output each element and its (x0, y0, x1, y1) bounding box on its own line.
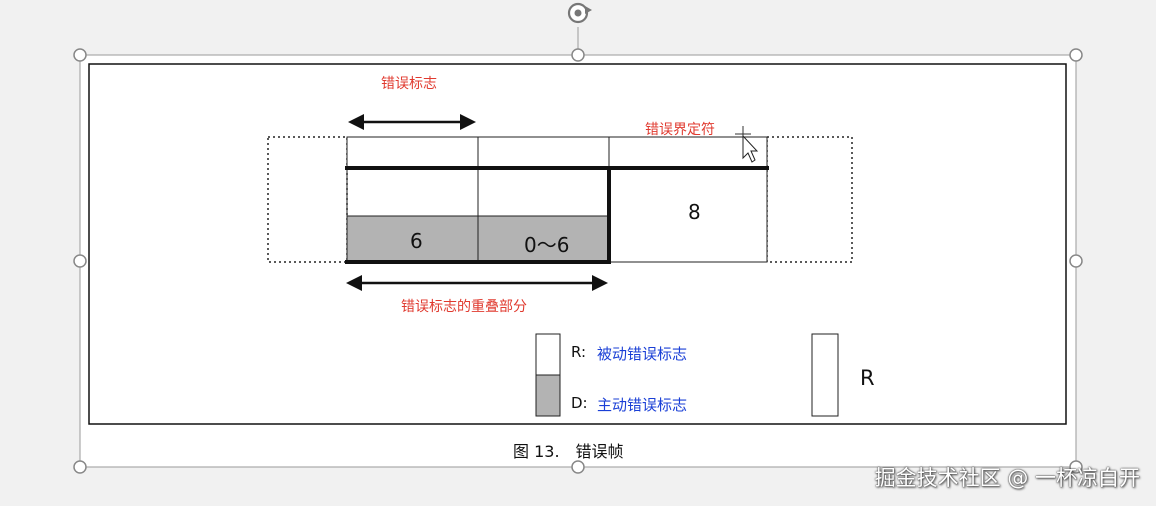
legend-recessive-box (535, 333, 561, 376)
handle-top-right[interactable] (1069, 48, 1083, 62)
move-cursor-icon (735, 126, 759, 163)
cell-8-value: 8 (688, 200, 701, 224)
r-box-label: R (860, 366, 875, 390)
handle-top-left[interactable] (73, 48, 87, 62)
r-box (811, 333, 839, 417)
handle-middle-right[interactable] (1069, 254, 1083, 268)
upper-cell-1 (346, 136, 479, 169)
legend-r-prefix: R: (571, 343, 587, 361)
legend-d-prefix: D: (571, 394, 588, 412)
watermark-text: 掘金技术社区 @ 一杯凉白开 (874, 466, 1140, 490)
cell-0-6-value: 0～6 (524, 233, 570, 257)
legend-r-text: 被动错误标志 (597, 345, 688, 363)
figure-border (88, 63, 1067, 425)
handle-bottom-left[interactable] (73, 460, 87, 474)
error-flag-arrow (348, 114, 476, 130)
error-delimiter-label: 错误界定符 (645, 122, 715, 138)
handle-bottom-center[interactable] (571, 460, 585, 474)
handle-bottom-right[interactable] (1069, 460, 1083, 474)
gray-cell-0-6 (477, 215, 610, 263)
figure-caption: 图 13. 错误帧 (513, 442, 624, 461)
handle-middle-left[interactable] (73, 254, 87, 268)
legend-d-text: 主动错误标志 (597, 396, 688, 414)
overlap-label: 错误标志的重叠部分 (401, 299, 527, 315)
handle-top-center[interactable] (571, 48, 585, 62)
legend-dominant-box (535, 374, 561, 417)
overlap-arrow (346, 275, 608, 291)
gray-cell-6 (346, 215, 479, 263)
cell-6-value: 6 (410, 229, 423, 253)
upper-cell-3 (608, 136, 768, 169)
upper-cell-2 (477, 136, 610, 169)
rotate-icon[interactable] (567, 2, 592, 55)
error-flag-label: 错误标志 (381, 76, 437, 92)
